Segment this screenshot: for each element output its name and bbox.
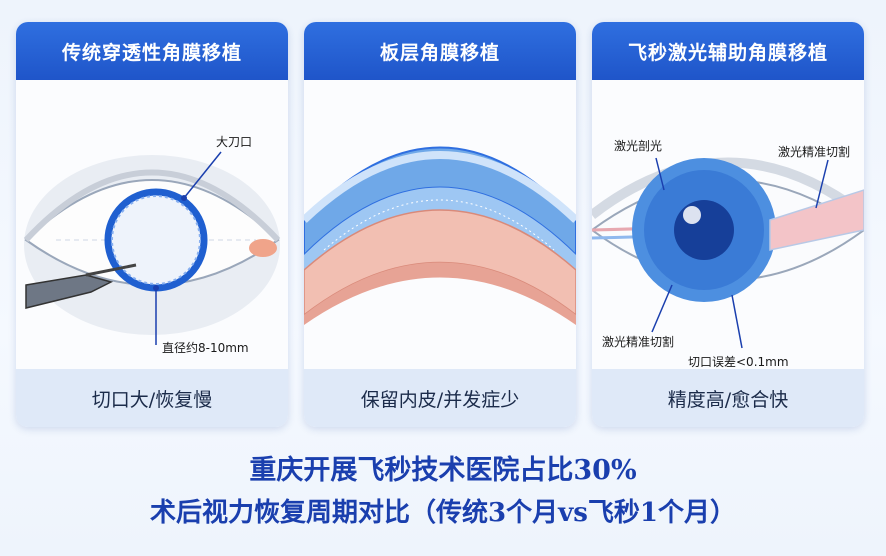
label-large-incision: 大刀口 — [216, 135, 252, 149]
eye-illustration-traditional: 大刀口 直径约8-10mm — [16, 80, 288, 389]
card-title: 板层角膜移植 — [304, 22, 576, 80]
headline-line-1: 重庆开展飞秒技术医院占比30% — [249, 455, 637, 486]
card-footer: 保留内皮/并发症少 — [304, 369, 576, 427]
card-lamellar: 板层角膜移植 保留内皮/并发症少 — [304, 22, 576, 427]
card-title: 传统穿透性角膜移植 — [16, 22, 288, 80]
label-laser-cut-top: 激光精准切割 — [778, 144, 850, 159]
cornea-cross-section-illustration — [304, 80, 576, 389]
card-title: 飞秒激光辅助角膜移植 — [592, 22, 864, 80]
label-incision-error: 切口误差<0.1mm — [688, 355, 789, 369]
eye-illustration-femtosecond: 激光剖光 激光精准切割 激光精准切割 切口误差<0.1mm — [592, 80, 864, 389]
card-femtosecond: 飞秒激光辅助角膜移植 激光剖光 激光精准切割 激光精准切割 切口误差<0.1mm… — [592, 22, 864, 427]
card-traditional-pk: 传统穿透性角膜移植 大刀口 直径约8-10mm 切口大/恢复慢 — [16, 22, 288, 427]
label-laser-ablation: 激光剖光 — [614, 139, 662, 153]
label-laser-cut-bottom: 激光精准切割 — [602, 334, 674, 349]
card-footer: 精度高/愈合快 — [592, 369, 864, 427]
label-diameter: 直径约8-10mm — [162, 340, 249, 355]
card-footer: 切口大/恢复慢 — [16, 369, 288, 427]
headline-line-2: 术后视力恢复周期对比（传统3个月vs飞秒1个月） — [150, 498, 736, 528]
